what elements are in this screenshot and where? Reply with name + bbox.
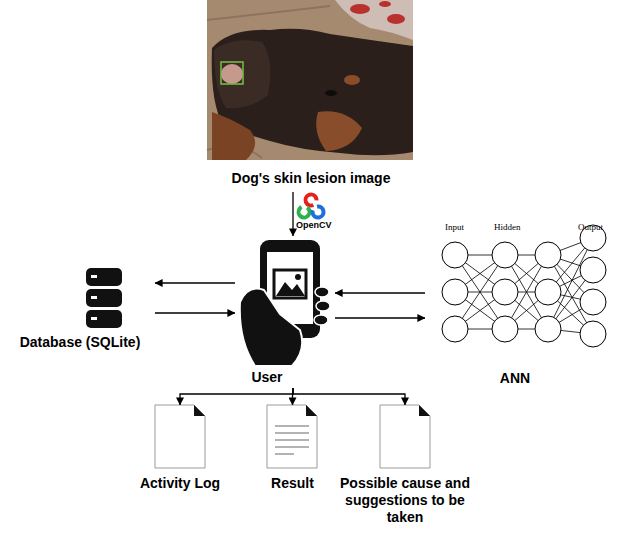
label-holder: Input <box>445 222 464 233</box>
connector-arrow <box>293 388 405 405</box>
dog-photo <box>207 0 413 160</box>
document-line <box>275 439 309 441</box>
icon-node: Possible cause and suggestions to be tak… <box>335 405 475 535</box>
neuron <box>580 289 606 315</box>
connector-arrow <box>155 312 235 313</box>
neuron <box>492 316 518 342</box>
neuron <box>580 257 606 283</box>
document-page <box>380 405 430 468</box>
neuron <box>535 316 561 342</box>
neuron <box>580 321 606 347</box>
document-line <box>275 453 294 455</box>
document-fold <box>194 405 205 416</box>
icon-node: Dog's skin lesion image <box>195 0 427 192</box>
connector-arrow <box>292 192 293 236</box>
node-label: User <box>243 369 291 386</box>
document-icons <box>155 405 430 468</box>
document-page <box>267 405 317 468</box>
neural-network <box>442 225 606 347</box>
node-label: Activity Log <box>125 475 235 492</box>
layer-label: Output <box>578 222 603 233</box>
node-label: Database (SQLite) <box>5 334 155 351</box>
neuron <box>535 279 561 305</box>
connector-arrow <box>335 292 425 293</box>
icon-node: Database (SQLite) <box>5 262 155 354</box>
phone-icon <box>240 240 330 366</box>
icon-node: Result <box>245 405 340 495</box>
icon-node: ANN <box>425 212 612 389</box>
edge-label: OpenCV <box>296 220 332 231</box>
node-label: ANN <box>485 370 545 387</box>
opencv-logo <box>296 193 324 220</box>
document-page <box>155 405 205 468</box>
node-label: Result <box>245 475 340 492</box>
document-line <box>275 432 309 434</box>
label-holder: Hidden <box>494 222 521 233</box>
document-fold <box>306 405 317 416</box>
document-line <box>275 446 309 448</box>
connector-arrow <box>180 388 293 405</box>
layer-label: Input <box>445 222 464 233</box>
icon-node: Activity Log <box>125 405 235 495</box>
neuron <box>442 279 468 305</box>
label-holder: OpenCV <box>296 220 332 231</box>
neuron <box>492 242 518 268</box>
document-fold <box>419 405 430 416</box>
connector-arrow <box>335 317 425 318</box>
neuron <box>442 316 468 342</box>
neuron <box>492 279 518 305</box>
neuron <box>442 242 468 268</box>
connector-arrow <box>155 282 235 283</box>
label-holder: Output <box>578 222 603 233</box>
node-label: Dog's skin lesion image <box>195 170 427 187</box>
document-line <box>275 425 309 427</box>
layer-label: Hidden <box>494 222 521 233</box>
neuron <box>535 242 561 268</box>
node-label: Possible cause and suggestions to be tak… <box>335 475 475 526</box>
icon-node: User <box>235 236 335 388</box>
database-icon <box>86 268 122 328</box>
